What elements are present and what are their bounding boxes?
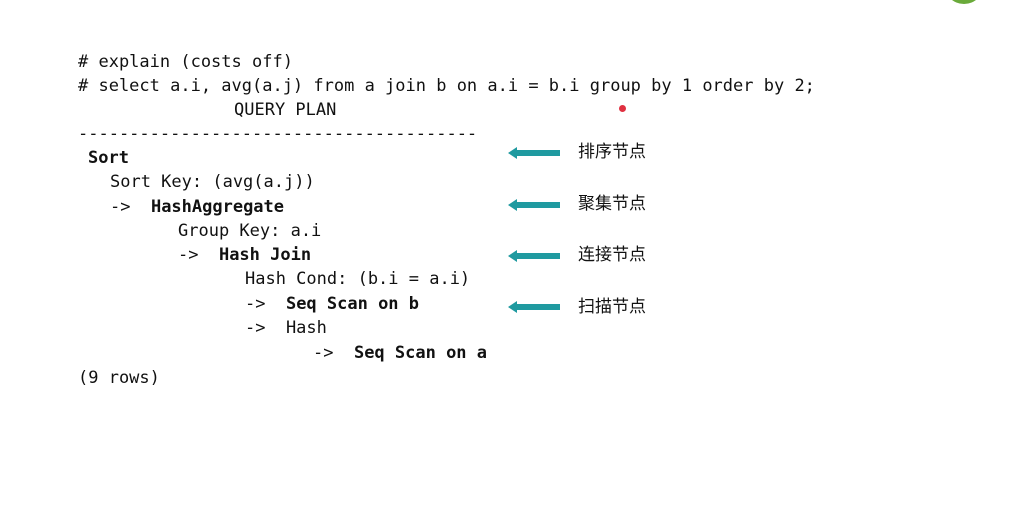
arrow-left-icon — [508, 197, 560, 213]
plan-node-hashaggregate: HashAggregate — [150, 197, 285, 217]
arrow-left-icon — [508, 299, 560, 315]
code-line-select: # select a.i, avg(a.j) from a join b on … — [78, 76, 815, 96]
arrow-left-icon — [508, 248, 560, 264]
annotation-label-sort: 排序节点 — [578, 142, 646, 162]
pointer-dot — [619, 105, 626, 112]
plan-group-key: Group Key: a.i — [178, 221, 322, 241]
plan-node-seq-scan-a-line: -> Seq Scan on a — [313, 343, 487, 363]
annotation-label-scan: 扫描节点 — [578, 297, 646, 317]
corner-badge-icon — [944, 0, 984, 4]
plan-node-sort: Sort — [88, 148, 129, 168]
annotation-label-aggregate: 聚集节点 — [578, 194, 646, 214]
plan-arrow-prefix: -> — [245, 294, 286, 314]
code-line-explain: # explain (costs off) — [78, 52, 293, 72]
plan-node-seq-scan-b: Seq Scan on b — [285, 294, 420, 314]
plan-sort-key: Sort Key: (avg(a.j)) — [110, 172, 315, 192]
annotation-label-join: 连接节点 — [578, 245, 646, 265]
plan-node-hashaggregate-line: -> HashAggregate — [110, 197, 284, 217]
plan-arrow-prefix: -> — [313, 343, 354, 363]
plan-hash-cond: Hash Cond: (b.i = a.i) — [245, 269, 471, 289]
plan-node-seq-scan-b-line: -> Seq Scan on b — [245, 294, 419, 314]
plan-arrow-prefix: -> — [178, 245, 219, 265]
plan-node-hash-join-line: -> Hash Join — [178, 245, 311, 265]
code-line-separator: --------------------------------------- — [78, 124, 478, 144]
arrow-left-icon — [508, 145, 560, 161]
plan-node-hash: -> Hash — [245, 318, 327, 338]
plan-node-hash-join: Hash Join — [218, 245, 312, 265]
plan-node-seq-scan-a: Seq Scan on a — [353, 343, 488, 363]
plan-arrow-prefix: -> — [110, 197, 151, 217]
code-line-query-plan-header: QUERY PLAN — [234, 100, 337, 120]
plan-row-count: (9 rows) — [78, 368, 160, 388]
